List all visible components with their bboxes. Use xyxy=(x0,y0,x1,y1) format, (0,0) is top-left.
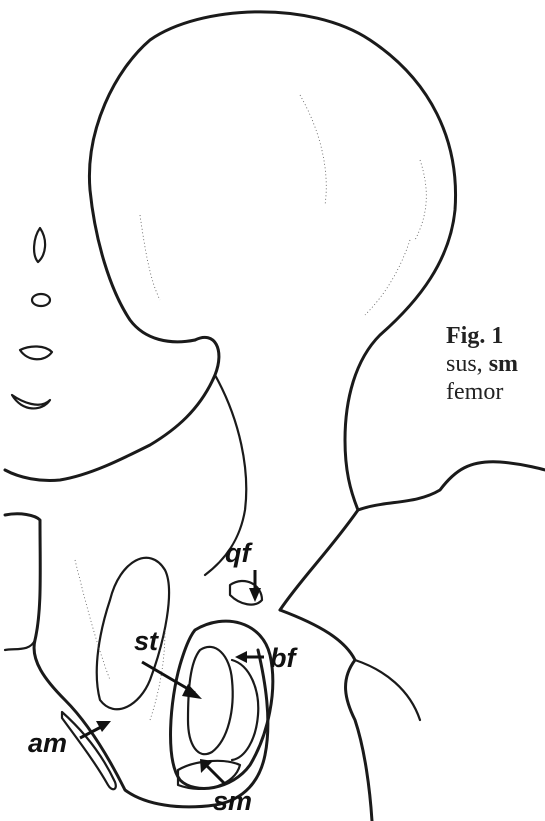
arrow-sm xyxy=(207,766,225,784)
ilium-outline xyxy=(89,12,455,510)
sacral-foramen-4 xyxy=(12,395,50,408)
label-sm: sm xyxy=(213,786,252,816)
pubic-edge xyxy=(5,640,35,650)
sacral-foramen-1 xyxy=(34,228,45,262)
caption-line-2: sus, sm xyxy=(446,351,518,378)
caption-line-3: femor xyxy=(446,379,503,406)
ilium-shading-1 xyxy=(140,215,160,300)
obturator-foramen xyxy=(97,558,169,709)
label-bf: bf xyxy=(270,643,298,673)
caption-line-1: Fig. 1 xyxy=(446,323,503,350)
femur-outline xyxy=(280,610,372,821)
sacral-foramen-3 xyxy=(20,346,52,359)
figure-label: Fig. 1 xyxy=(446,323,503,349)
biceps-femoris-attachment xyxy=(232,660,258,760)
greater-trochanter xyxy=(355,660,420,720)
semitendinosus-attachment xyxy=(188,647,233,754)
femoral-neck xyxy=(280,510,358,610)
arrowhead-qf xyxy=(249,588,261,602)
sacral-foramen-2 xyxy=(32,294,50,306)
label-am: am xyxy=(28,728,67,758)
label-qf: qf xyxy=(225,538,253,568)
caption-line-2-bold: sm xyxy=(489,351,518,377)
ilium-shading-3 xyxy=(415,160,426,240)
caption-line-3-text: femor xyxy=(446,379,503,405)
ilium-shading-4 xyxy=(365,240,410,315)
acetabular-rim xyxy=(358,462,545,510)
label-st: st xyxy=(134,626,159,656)
arrowhead-am xyxy=(96,721,111,732)
ilium-shading-2 xyxy=(300,95,326,205)
caption-line-2-prefix: sus, xyxy=(446,351,489,377)
